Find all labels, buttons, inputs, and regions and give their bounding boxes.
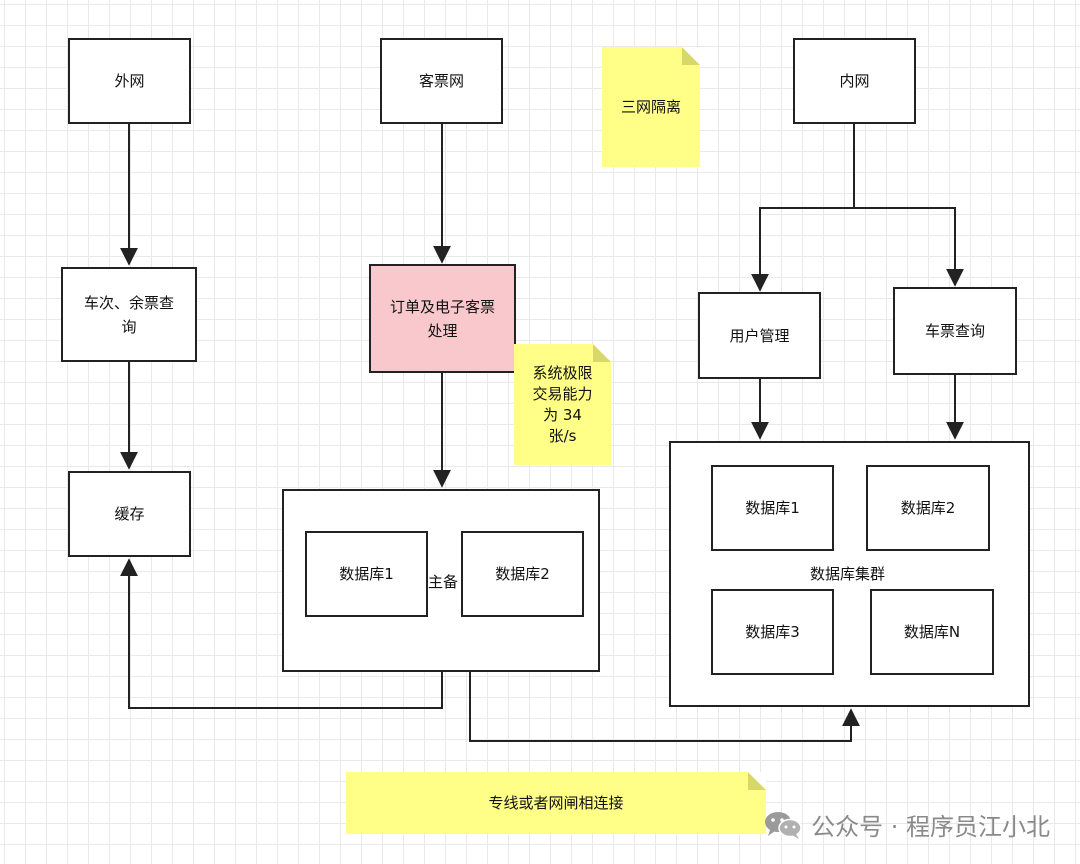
watermark-text: 公众号 · 程序员江小北 [811,813,1050,841]
train-remaining-query-node: 车次、余票查询 [61,267,197,362]
user-management-node: 用户管理 [698,292,821,379]
cluster-db3-label: 数据库3 [745,623,800,641]
ticket-query-label: 车票查询 [924,322,985,340]
db1-master-node: 数据库1 [305,531,428,617]
cluster-db1-label: 数据库1 [745,499,800,517]
db2-backup-label: 数据库2 [495,565,550,583]
three-network-isolation-text: 三网隔离 [620,97,681,116]
database-cluster-label: 数据库集群 [810,565,886,583]
cluster-dbn-label: 数据库N [903,623,961,641]
ticket-query-node: 车票查询 [893,287,1017,375]
three-network-isolation-note: 三网隔离 [602,47,700,167]
arrow-db-to-cache [120,558,443,709]
internal-network-label: 内网 [839,72,870,90]
dedicated-line-text: 专线或者网闸相连接 [488,793,624,812]
db2-backup-node: 数据库2 [461,531,584,617]
cluster-db2-node: 数据库2 [866,465,990,551]
watermark: 公众号 · 程序员江小北 [763,807,1050,842]
db1-master-label: 数据库1 [339,565,394,583]
arrow-internal-split-ticket [854,207,964,287]
note-fold-icon [593,344,611,362]
cluster-db2-label: 数据库2 [900,499,956,517]
cluster-db3-node: 数据库3 [711,589,834,675]
cache-label: 缓存 [114,505,145,523]
internal-network-node: 内网 [793,38,916,124]
cluster-db1-node: 数据库1 [711,465,834,551]
order-ticket-processing-label: 订单及电子客票处理 [389,297,495,340]
cache-node: 缓存 [68,471,191,557]
dedicated-line-note: 专线或者网闸相连接 [346,772,766,834]
capacity-text: 系统极限交易能力为 34 张/s [532,363,593,445]
arrow-internal-split-user [751,124,855,292]
user-management-label: 用户管理 [729,326,790,345]
order-ticket-processing-node: 订单及电子客票处理 [369,264,516,373]
arrow-db-to-cluster [469,672,860,742]
capacity-note: 系统极限交易能力为 34 张/s [514,344,611,465]
note-fold-icon [748,772,766,790]
passenger-network-label: 客票网 [418,72,464,90]
external-network-node: 外网 [68,38,191,124]
wechat-icon [765,811,802,839]
external-network-label: 外网 [114,72,145,90]
master-backup-label: 主备 [428,573,459,591]
train-remaining-query-label: 车次、余票查询 [83,293,174,336]
cluster-dbn-node: 数据库N [870,589,994,675]
note-fold-icon [682,47,700,65]
passenger-network-node: 客票网 [380,38,503,124]
